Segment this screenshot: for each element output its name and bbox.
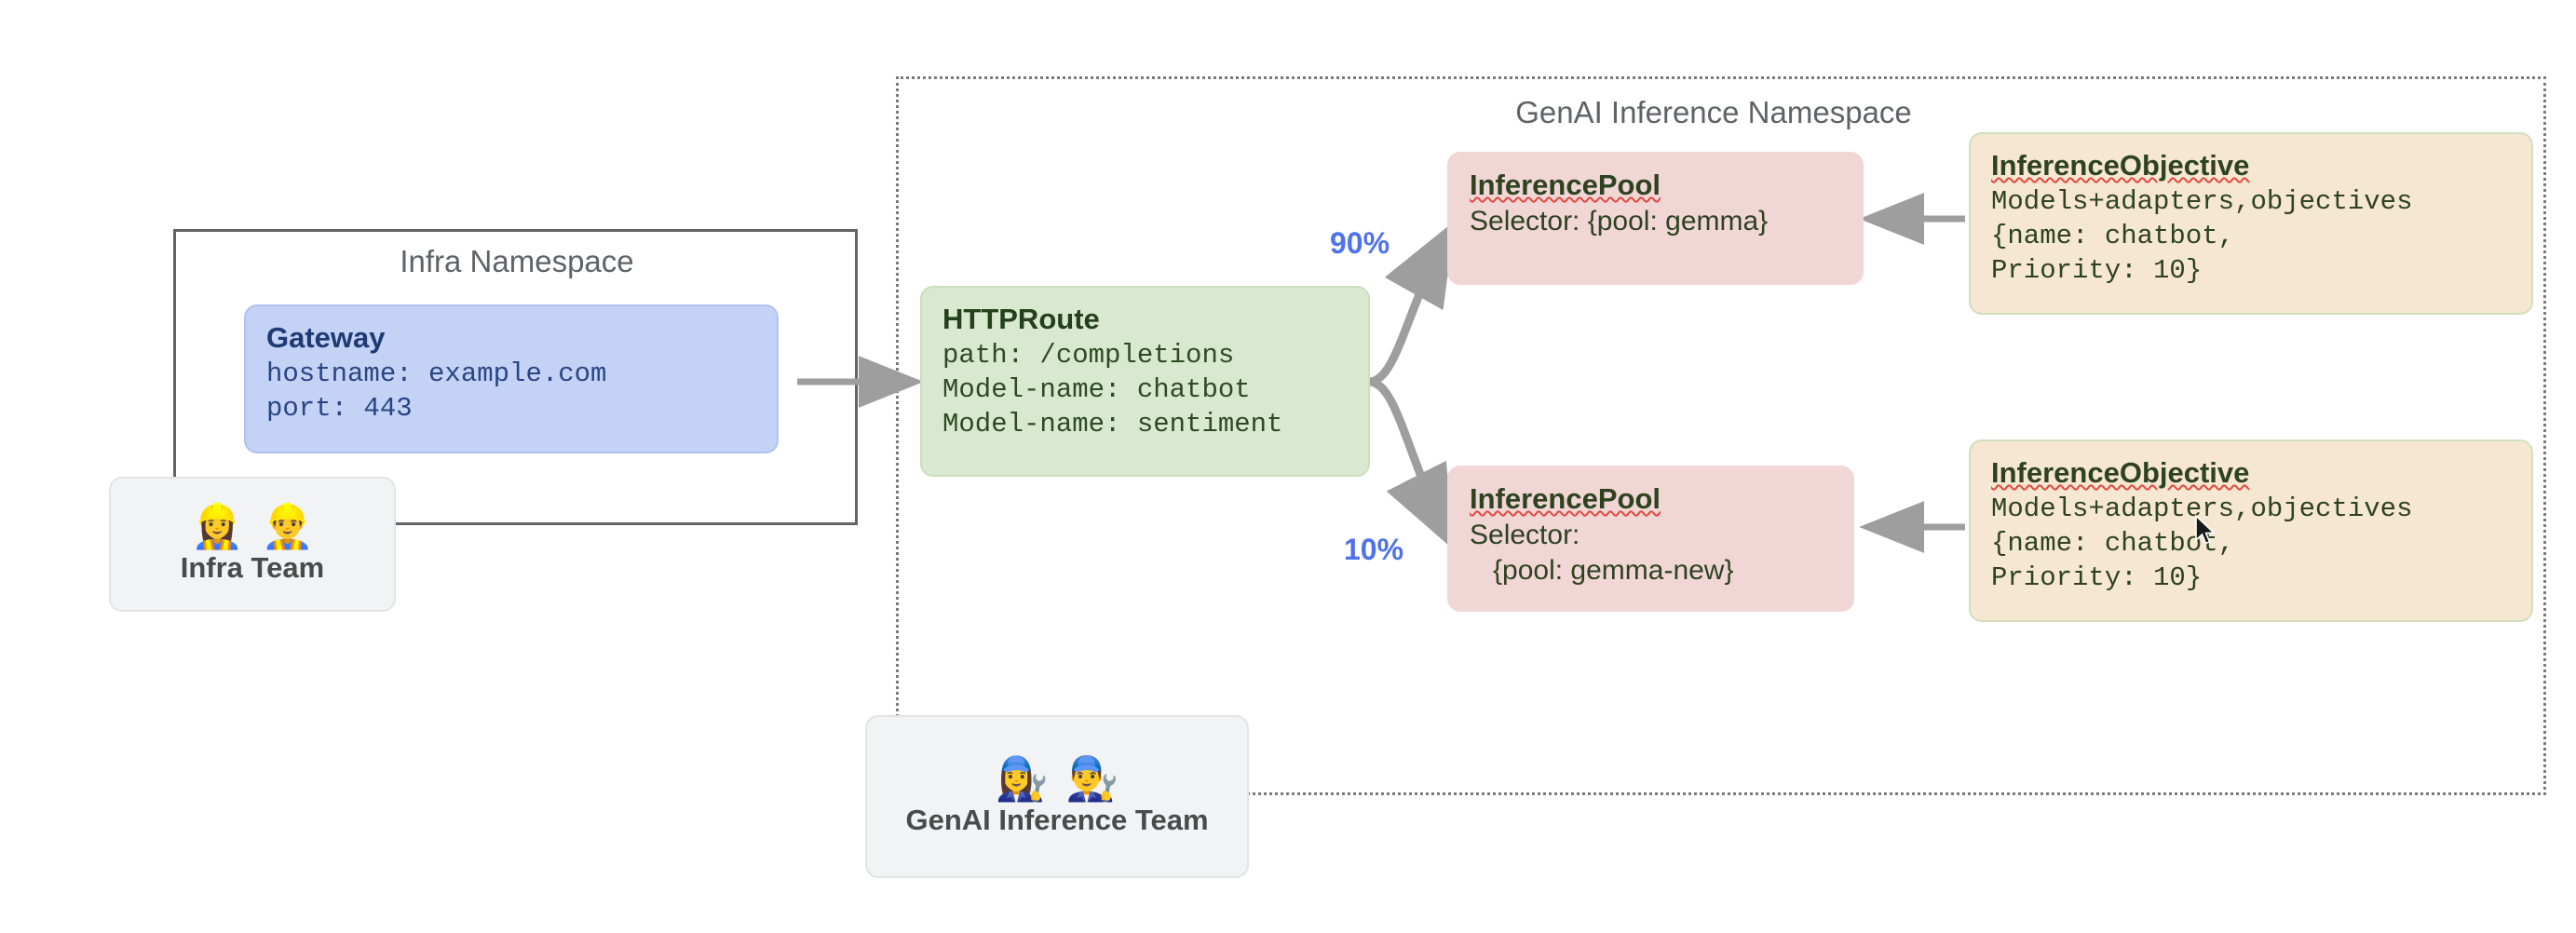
genai-team-avatars: 👩‍🔧👨‍🔧 [995, 754, 1136, 804]
node-gateway[interactable]: Gateway hostname: example.com port: 443 [244, 304, 779, 453]
node-inferencepool-gemma-new-title: InferencePool [1470, 482, 1661, 515]
node-inferenceobjective-bottom-line-2: {name: chatbot, [1991, 527, 2235, 559]
node-httproute-line-3: Model-name: sentiment [942, 408, 1283, 439]
mouse-cursor-icon [2195, 514, 2216, 545]
node-inferenceobjective-bottom-title: InferenceObjective [1991, 456, 2250, 489]
namespace-infra-title: Infra Namespace [400, 244, 634, 278]
node-inferenceobjective-bottom-line-1: Models+adapters,objectives [1991, 493, 2413, 524]
namespace-genai-inference [896, 76, 2546, 795]
node-inferenceobjective-top-title: InferenceObjective [1991, 149, 2250, 182]
edge-label-split-bottom: 10% [1344, 533, 1404, 566]
node-inferencepool-gemma-new-selector-line-1: Selector: [1470, 519, 1580, 550]
namespace-genai-inference-title: GenAI Inference Namespace [1515, 95, 1912, 129]
node-inferencepool-gemma-new[interactable]: InferencePool Selector: {pool: gemma-new… [1447, 466, 1854, 612]
node-inferenceobjective-top-line-1: Models+adapters,objectives [1991, 185, 2413, 217]
node-inferenceobjective-bottom[interactable]: InferenceObjective Models+adapters,objec… [1969, 439, 2533, 622]
node-httproute[interactable]: HTTPRoute path: /completions Model-name:… [920, 286, 1370, 477]
infra-team-label: Infra Team [180, 550, 325, 584]
infra-team-avatars: 👷‍♀️👷‍♂️ [190, 502, 332, 551]
node-inferencepool-gemma-new-selector-line-2: {pool: gemma-new} [1470, 555, 1734, 587]
node-gateway-title: Gateway [266, 321, 386, 354]
node-inferenceobjective-top[interactable]: InferenceObjective Models+adapters,objec… [1969, 132, 2533, 315]
node-gateway-line-2: port: 443 [266, 392, 413, 424]
team-card-genai-inference[interactable]: 👩‍🔧👨‍🔧 GenAI Inference Team [865, 715, 1249, 878]
node-httproute-line-1: path: /completions [942, 339, 1235, 371]
namespace-infra [173, 229, 858, 525]
genai-team-label: GenAI Inference Team [905, 803, 1209, 836]
node-gateway-line-1: hostname: example.com [266, 358, 607, 389]
node-inferencepool-gemma-selector: Selector: {pool: gemma} [1470, 205, 1769, 237]
node-httproute-title: HTTPRoute [942, 303, 1100, 335]
node-httproute-line-2: Model-name: chatbot [942, 373, 1251, 405]
node-inferenceobjective-bottom-line-3: Priority: 10} [1991, 561, 2203, 593]
node-inferencepool-gemma[interactable]: InferencePool Selector: {pool: gemma} [1447, 152, 1864, 285]
node-inferenceobjective-top-line-2: {name: chatbot, [1991, 220, 2235, 251]
node-inferencepool-gemma-title: InferencePool [1470, 169, 1661, 201]
edge-label-split-top: 90% [1330, 226, 1390, 260]
team-card-infra[interactable]: 👷‍♀️👷‍♂️ Infra Team [109, 477, 396, 612]
node-inferenceobjective-top-line-3: Priority: 10} [1991, 254, 2203, 286]
